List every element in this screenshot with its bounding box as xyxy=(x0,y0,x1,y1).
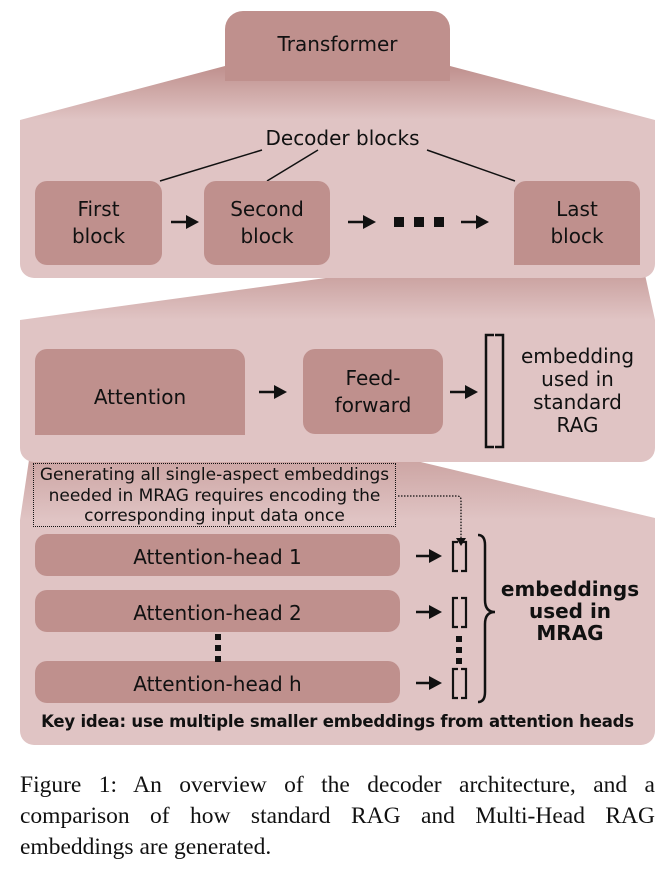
ellipsis-squares-icon xyxy=(394,217,444,227)
vertical-ellipsis-icon xyxy=(456,636,462,664)
vertical-ellipsis-icon xyxy=(215,634,221,662)
figure-caption: Figure 1: An overview of the decoder arc… xyxy=(20,772,655,860)
first-block-line2: block xyxy=(71,224,126,248)
arrow-icon xyxy=(259,385,287,399)
arrow-icon xyxy=(416,605,442,619)
embedding-vector-bracket-icon xyxy=(484,333,505,449)
small-embedding-bracket-icon xyxy=(451,667,468,700)
key-idea-text: Key idea: use multiple smaller embedding… xyxy=(41,712,634,731)
note-line: Generating all single-aspect embeddings xyxy=(39,465,390,485)
label-line: MRAG xyxy=(536,621,604,645)
label-line: RAG xyxy=(556,413,599,437)
block-arrows xyxy=(259,333,505,449)
attention-label: Attention xyxy=(93,384,187,409)
curly-brace-icon xyxy=(477,533,496,704)
decoder-arrows xyxy=(171,215,489,229)
arrow-icon xyxy=(416,676,442,690)
feedforward-line2: forward xyxy=(334,392,412,417)
attention-head-2: Attention-head 2 xyxy=(35,590,400,632)
label-line: embeddings xyxy=(500,577,640,601)
attention-head-h: Attention-head h xyxy=(35,661,400,703)
dotted-connector xyxy=(398,495,462,540)
second-block-line1: Second xyxy=(230,197,304,221)
note-line: corresponding input data once xyxy=(84,506,345,526)
feedforward-box: Feed- forward xyxy=(303,349,443,434)
decoder-architecture-diagram: Transformer Decoder blocks First block S… xyxy=(20,11,655,745)
attention-head-label: Attention-head 1 xyxy=(133,544,302,569)
standard-rag-embedding-label: embedding used in standard RAG xyxy=(510,345,645,437)
arrow-icon xyxy=(450,385,478,399)
mrag-embeddings-label: embeddings used in MRAG xyxy=(495,578,645,644)
first-block-line1: First xyxy=(77,197,120,221)
attention-head-1: Attention-head 1 xyxy=(35,534,400,576)
decoder-connector-lines xyxy=(159,149,516,182)
first-block: First block xyxy=(35,181,162,265)
small-embedding-bracket-icon xyxy=(451,596,468,629)
transformer-box: Transformer xyxy=(225,11,450,81)
arrow-icon xyxy=(171,215,199,229)
arrow-icon xyxy=(461,215,489,229)
attention-head-label: Attention-head h xyxy=(133,671,302,696)
label-line: embedding xyxy=(520,344,635,368)
attention-head-label: Attention-head 2 xyxy=(133,600,302,625)
attention-box: Attention xyxy=(35,349,245,435)
small-embedding-bracket-icon xyxy=(451,540,468,573)
transformer-title: Transformer xyxy=(277,31,398,56)
decoder-blocks-label: Decoder blocks xyxy=(265,126,420,150)
arrow-icon xyxy=(416,549,442,563)
attention-head-graphics xyxy=(215,495,496,704)
last-block-line2: block xyxy=(550,224,604,248)
second-block: Second block xyxy=(204,181,330,265)
arrow-icon xyxy=(348,215,376,229)
label-line: used in xyxy=(541,367,614,391)
note-line: needed in MRAG requires encoding the xyxy=(48,485,381,506)
label-line: used in xyxy=(528,599,612,623)
last-block-line1: Last xyxy=(556,197,598,221)
label-line: standard xyxy=(533,390,622,414)
mrag-note-box: Generating all single-aspect embeddings … xyxy=(33,463,396,527)
funnel-transformer xyxy=(20,66,655,120)
second-block-line2: block xyxy=(240,224,294,248)
feedforward-line1: Feed- xyxy=(345,365,401,390)
last-block: Last block xyxy=(514,181,640,265)
